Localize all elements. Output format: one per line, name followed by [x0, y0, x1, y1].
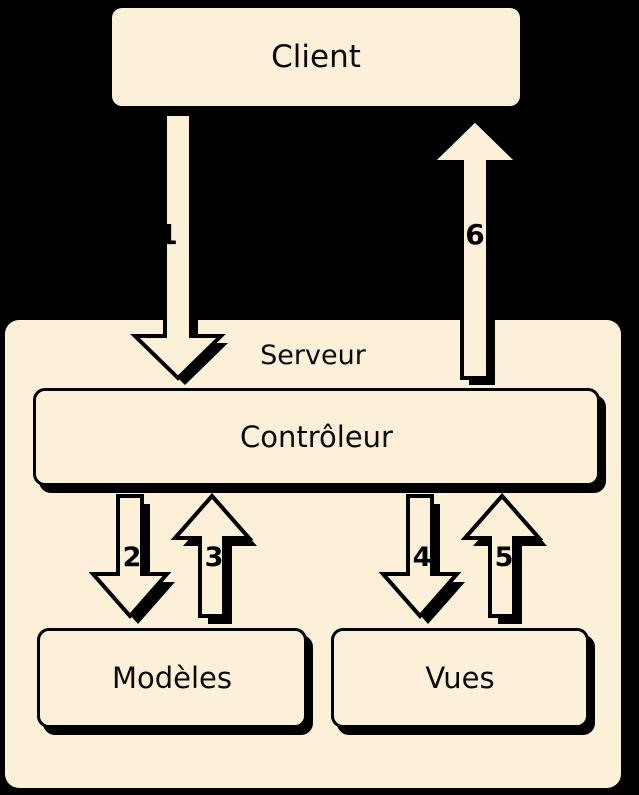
node-client: Client [112, 8, 520, 106]
arrow-5 [460, 492, 550, 624]
node-serveur-label: Serveur [260, 340, 366, 371]
arrow-3 [170, 492, 260, 624]
node-client-label: Client [271, 38, 361, 75]
node-vues: Vues [331, 628, 589, 728]
arrow-4 [378, 494, 468, 624]
arrow-1 [128, 112, 228, 385]
arrow-6 [425, 117, 525, 386]
node-controleur: Contrôleur [33, 388, 600, 486]
arrow-2 [88, 494, 178, 624]
node-controleur-label: Contrôleur [240, 420, 393, 454]
node-modeles-label: Modèles [111, 661, 233, 695]
node-vues-label: Vues [425, 661, 495, 695]
node-modeles: Modèles [37, 628, 307, 728]
